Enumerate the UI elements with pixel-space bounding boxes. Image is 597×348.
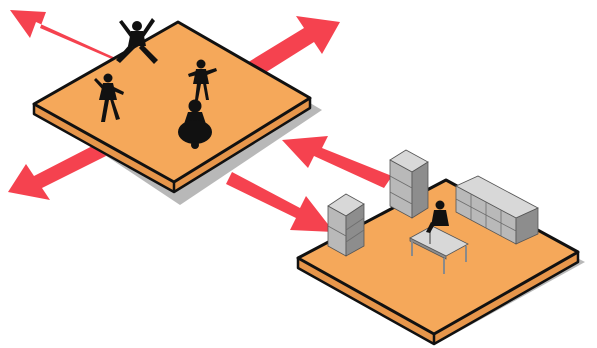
seated-worker-silhouette (426, 200, 449, 233)
jumping-person-silhouette (116, 18, 158, 64)
desk (409, 225, 469, 274)
seated-child-silhouette (178, 99, 212, 149)
dancing-child-silhouette-left (94, 73, 124, 122)
arrow-down-left (8, 140, 114, 200)
cabinet-left (327, 193, 365, 257)
cabinet-back (389, 149, 429, 219)
filing-cabinet-row (455, 175, 539, 245)
left-platform (32, 20, 322, 205)
arrow-back-from-office (282, 136, 392, 188)
arrow-up-left (10, 10, 128, 66)
dancing-child-silhouette-right (188, 59, 217, 100)
arrow-down-right (226, 172, 334, 232)
